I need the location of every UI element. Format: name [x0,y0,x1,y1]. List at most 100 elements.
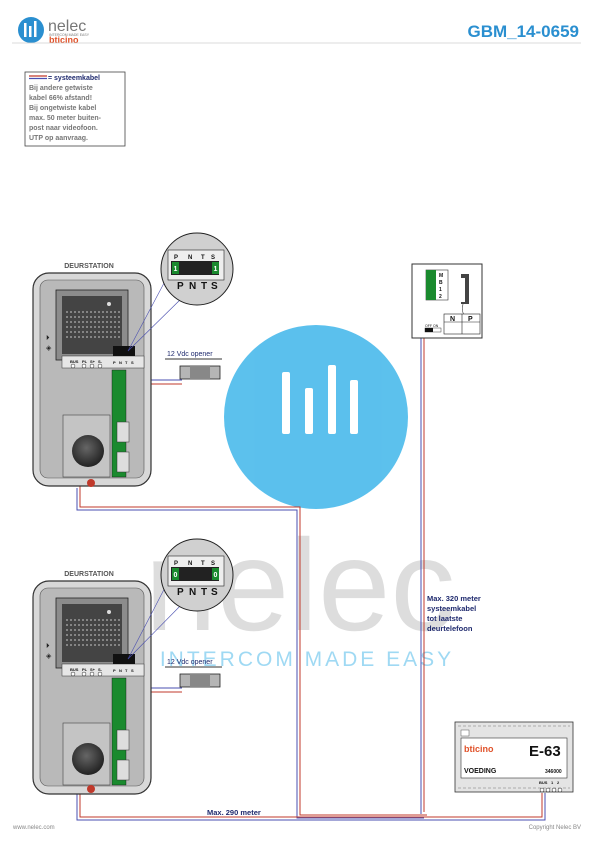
handset-terminal-label: 2 [439,294,442,300]
zoom-big-label: S [211,587,218,598]
partner-logo: bticino [49,35,79,45]
bottom-distance-note: Max. 290 meter [207,808,261,817]
footer-copyright: Copyright Nelec BV [529,825,581,831]
dip-terminal-label: N [119,360,122,365]
zoom-dip-label: T [201,561,205,567]
terminal-label: S- [98,359,103,364]
door-station-1: DEURSTATION ⏵ ◈ BUS PL S+ S- P N T S [32,263,152,487]
terminal-label: S+ [90,667,96,672]
legend-line-2: kabel 66% afstand! [29,95,92,102]
zoom-big-label: T [201,587,207,598]
terminal-label: BUS [70,667,79,672]
call-button [87,785,95,793]
power-supply-e63: bticino E-63 VOEDING 346000 BUS 1 2 [454,721,574,793]
psu-terminal-label: BUS [539,780,548,785]
dip-terminal-label: S [131,668,134,673]
cable-note-line: Max. 320 meter [427,594,481,603]
dip-value: 1 [174,266,178,273]
psu-model: E-63 [529,743,561,760]
dip-zoom-2: P N T S 0 0 P N T S [127,538,234,660]
np-label: P [468,316,473,323]
camera-lens [72,435,104,467]
handset-icon [461,274,469,304]
zoom-dip-label: S [211,255,215,261]
dip-terminal-label: P [113,668,116,673]
handset-terminal-label: B [439,280,443,286]
speaker-grille [66,311,120,338]
dip-switch-on [212,262,219,274]
zoom-big-label: N [189,587,196,598]
header: nelec INTERCOM MADE EASY bticino GBM_14-… [12,17,581,45]
dip-terminal-label: P [113,360,116,365]
handset-terminal-label: 1 [439,287,442,293]
handset-terminal-label: M [439,273,443,279]
legend-line-5: post naar videofoon. [29,125,98,132]
zoom-dip-label: S [211,561,215,567]
system-cable [74,338,546,821]
psu-brand: bticino [464,744,494,754]
zoom-dip-label: P [174,255,178,261]
footer: www.nelec.com Copyright Nelec BV [12,825,581,831]
legend-line-1: Bij andere getwiste [29,85,93,92]
terminal-label: S+ [90,359,96,364]
terminal-label: S- [98,667,103,672]
cable-note-line: systeemkabel [427,604,476,613]
dip-terminal-label: T [125,668,128,673]
watermark-logo-circle [224,325,408,509]
dip-switch-block [113,346,135,356]
zoom-dip-label: N [188,561,192,567]
dip-terminal-label: S [131,360,134,365]
dip-value: 0 [174,572,178,579]
door-station-2: DEURSTATION ⏵ ◈ BUS PL S+ S- P N T S [32,571,152,795]
legend-line-3: Bij ongetwiste kabel [29,105,96,112]
nelec-logo: nelec INTERCOM MADE EASY bticino [18,17,90,45]
dip-zoom-1: P N T S 1 1 P N T S [127,232,234,352]
switch-label: OFF ON [425,324,439,328]
doc-code: GBM_14-0659 [467,22,579,41]
mic-icon [107,302,111,306]
cable-note: Max. 320 meter systeemkabel tot laatste … [427,594,481,633]
dip-switch-off [212,568,219,580]
brand-name: nelec [48,18,86,35]
door-station-label: DEURSTATION [64,571,114,578]
psu-terminal-label: 1 [551,780,554,785]
call-button [87,479,95,487]
psu-label: VOEDING [464,768,497,775]
opener-label: 12 Vdc opener [167,351,213,358]
dip-switch-on [172,262,179,274]
dip-value: 1 [214,266,218,273]
zoom-dip-label: T [201,255,205,261]
door-open-icon: ⏵ [46,335,50,342]
dip-switch-off [172,568,179,580]
dip-terminal-label: N [119,668,122,673]
dip-switch-block [113,654,135,664]
terminal-label: PL [82,359,88,364]
legend-line-4: max. 50 meter buiten- [29,115,102,122]
door-open-icon: ⏵ [46,643,50,650]
camera-lens [72,743,104,775]
mic-icon [107,610,111,614]
dip-terminal-label: T [125,360,128,365]
zoom-big-label: T [201,281,207,292]
brand-tagline: INTERCOM MADE EASY [49,33,90,37]
footer-website: www.nelec.com [12,825,55,831]
zoom-dip-label: N [188,255,192,261]
watermark-tagline: INTERCOM MADE EASY [160,648,454,671]
cable-note-line: deurtelefoon [427,624,473,633]
zoom-big-label: N [189,281,196,292]
cable-note-line: tot laatste [427,614,462,623]
legend-box: = systeemkabel Bij andere getwiste kabel… [24,71,126,147]
opener-label: 12 Vdc opener [167,659,213,666]
volume-icon: ◈ [46,345,52,352]
door-station-label: DEURSTATION [64,263,114,270]
zoom-dip-label: P [174,561,178,567]
terminal-label: BUS [70,359,79,364]
psu-article: 346000 [545,769,562,775]
door-telephone: M B 1 2 OFF ON N P [411,263,483,339]
door-opener-2: 12 Vdc opener [165,659,222,688]
door-opener-1: 12 Vdc opener [165,351,222,380]
legend-title: = systeemkabel [48,75,100,82]
dip-value: 0 [214,572,218,579]
volume-icon: ◈ [46,653,52,660]
